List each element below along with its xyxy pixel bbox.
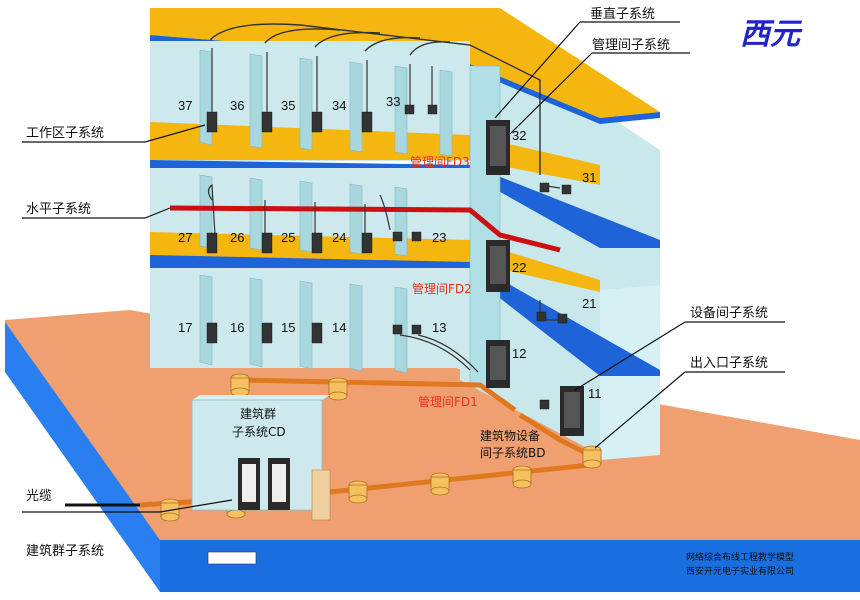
label-fd2: 管理间FD2 [412, 281, 472, 296]
callout-campus: 建筑群子系统 [26, 543, 104, 559]
ground-front [160, 540, 860, 592]
room-33: 33 [386, 94, 400, 109]
racks [238, 120, 584, 510]
room-34: 34 [332, 98, 346, 113]
room-25: 25 [281, 230, 295, 245]
room-16: 16 [230, 320, 244, 335]
label-fd3: 管理间FD3 [410, 154, 470, 169]
room-13: 13 [432, 320, 446, 335]
room-27: 27 [178, 230, 192, 245]
footer-line1: 网络综合布线工程教学模型 [686, 551, 794, 563]
roof-slab [150, 8, 660, 118]
roof-edge-right [600, 112, 660, 124]
bd-label-2: 间子系统BD [480, 446, 545, 460]
info-plate [207, 551, 257, 565]
callout-entrance: 出入口子系统 [690, 356, 768, 371]
room-35: 35 [281, 98, 295, 113]
floor2-dividers [199, 174, 408, 257]
room-31: 31 [582, 170, 596, 185]
horizontal-red-cable [169, 205, 561, 253]
room-22: 22 [512, 260, 526, 275]
cd-building-top [192, 395, 330, 400]
room-14: 14 [332, 320, 346, 335]
outlets [206, 104, 572, 410]
cd-label-1: 建筑群 [240, 406, 276, 421]
room-23: 23 [432, 230, 446, 245]
callout-lines [22, 21, 785, 513]
callout-fiber: 光缆 [26, 488, 52, 504]
room-21: 21 [582, 296, 596, 311]
riser-shaft [469, 65, 501, 387]
room-12: 12 [512, 346, 526, 361]
logo: 西元 [740, 17, 803, 52]
room-37: 37 [178, 98, 192, 113]
room-17: 17 [178, 320, 192, 335]
room-15: 15 [281, 320, 295, 335]
room-36: 36 [230, 98, 244, 113]
room-24: 24 [332, 230, 346, 245]
footer-line2: 西安开元电子实业有限公司 [686, 565, 794, 577]
callout-horizontal: 水平子系统 [26, 202, 91, 217]
room-11: 11 [588, 386, 602, 401]
callout-vertical: 垂直子系统 [590, 7, 655, 22]
bd-label-1: 建筑物设备 [480, 428, 540, 443]
floor3-floor [150, 122, 600, 185]
floor3-drop-cables [211, 48, 433, 118]
callout-admin: 管理间子系统 [592, 38, 670, 53]
callout-equipment-room: 设备间子系统 [690, 305, 768, 321]
roof-cables [209, 23, 541, 175]
room-32: 32 [512, 128, 526, 143]
cd-label-2: 子系统CD [232, 425, 286, 439]
room-26: 26 [230, 230, 244, 245]
callout-work-area: 工作区子系统 [26, 126, 104, 141]
ground-left [5, 322, 160, 592]
label-fd1: 管理间FD1 [418, 394, 478, 409]
cd-building-door [311, 469, 331, 521]
